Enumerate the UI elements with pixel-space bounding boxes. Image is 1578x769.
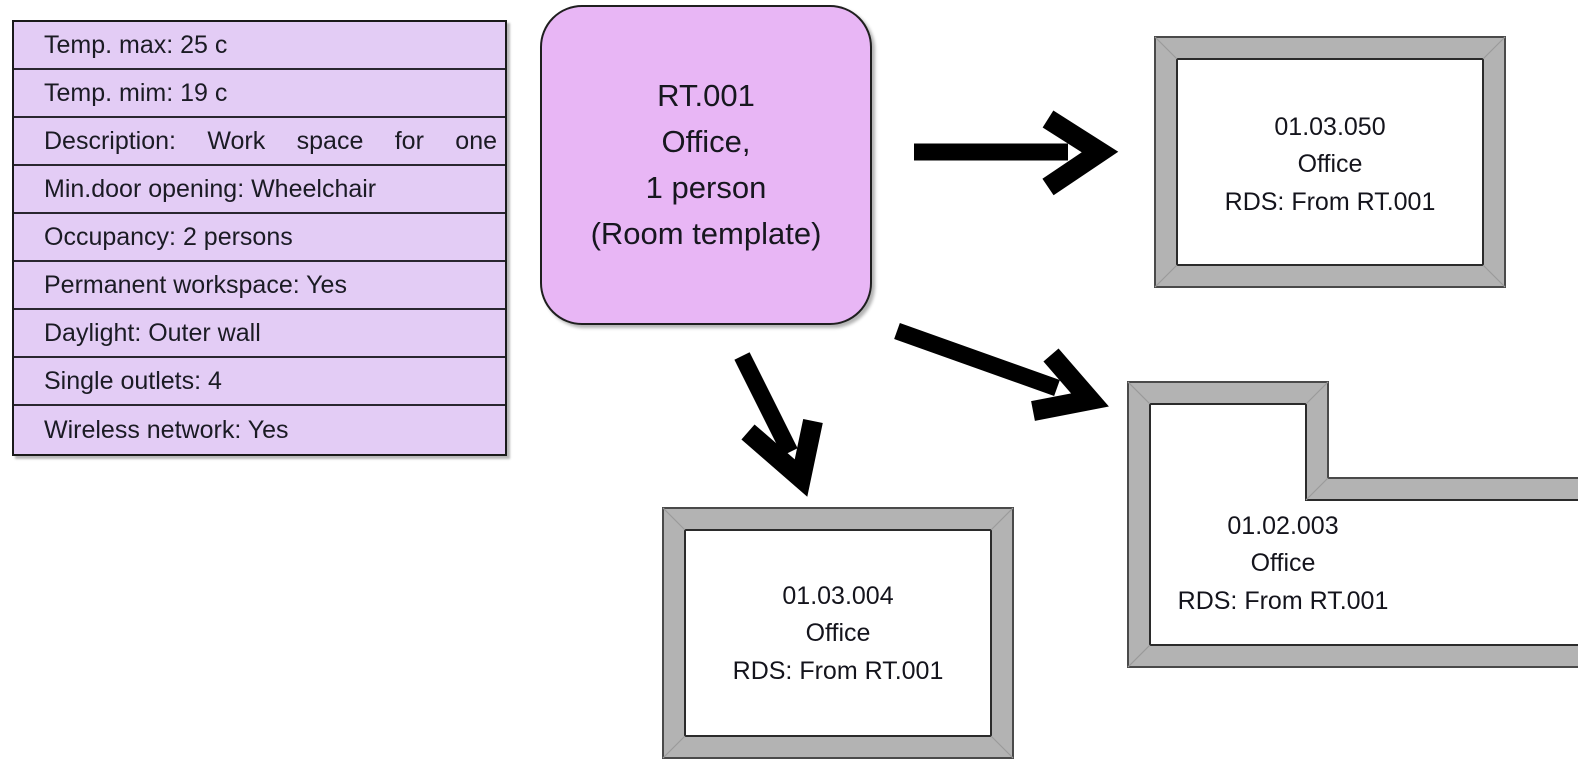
property-label: Occupancy: 2 persons — [44, 222, 293, 251]
property-label: Temp. mim: 19 c — [44, 78, 228, 107]
room-template-node[interactable]: RT.001 Office, 1 person (Room template) — [540, 5, 872, 325]
property-label: Wireless network: Yes — [44, 415, 289, 444]
table-row: Temp. max: 25 c — [14, 22, 505, 70]
arrow-to-01-03-004-icon — [734, 352, 823, 497]
template-node-line: (Room template) — [590, 215, 822, 251]
room-01-03-050[interactable]: 01.03.050 Office RDS: From RT.001 — [1154, 36, 1506, 288]
template-node-line: 1 person — [645, 170, 767, 205]
table-row: Single outlets: 4 — [14, 358, 505, 406]
arrow-to-01-03-050-icon — [914, 110, 1119, 196]
room-01-02-003[interactable]: 01.02.003 Office RDS: From RT.001 — [1127, 381, 1578, 668]
property-label: Permanent workspace: Yes — [44, 270, 347, 299]
table-row: Permanent workspace: Yes — [14, 262, 505, 310]
table-row: Temp. mim: 19 c — [14, 70, 505, 118]
property-table: Temp. max: 25 c Temp. mim: 19 c Descript… — [12, 20, 507, 456]
property-label: Min.door opening: Wheelchair — [44, 174, 377, 203]
table-row: Occupancy: 2 persons — [14, 214, 505, 262]
property-label: Temp. max: 25 c — [44, 30, 228, 59]
property-label: Single outlets: 4 — [44, 366, 222, 395]
room-plan-rectangle — [662, 507, 1014, 759]
room-plan-rectangle — [1154, 36, 1506, 288]
property-label: Description: Work space for one — [44, 126, 497, 155]
template-node-line: RT.001 — [657, 78, 755, 114]
table-row: Description: Work space for one — [14, 118, 505, 166]
property-label: Daylight: Outer wall — [44, 318, 261, 347]
arrow-to-01-02-003-icon — [894, 322, 1109, 421]
room-plan-l-shape — [1127, 381, 1578, 668]
table-row: Min.door opening: Wheelchair — [14, 166, 505, 214]
template-node-line: Office, — [661, 124, 751, 160]
room-01-03-004[interactable]: 01.03.004 Office RDS: From RT.001 — [662, 507, 1014, 759]
table-row: Daylight: Outer wall — [14, 310, 505, 358]
table-row: Wireless network: Yes — [14, 406, 505, 454]
